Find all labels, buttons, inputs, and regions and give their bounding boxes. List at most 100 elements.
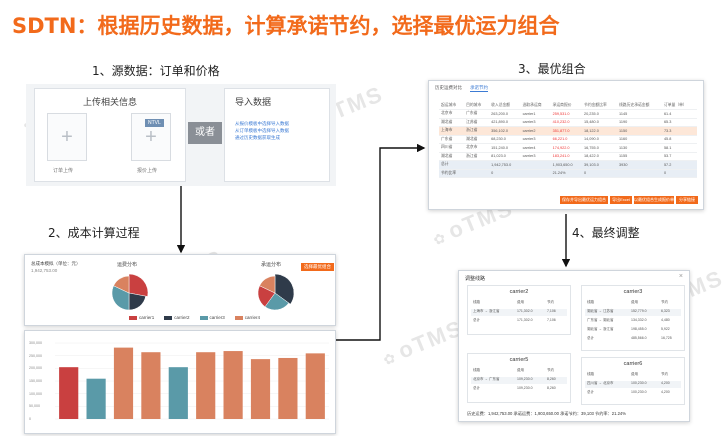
card-cell: 线路 <box>587 300 594 304</box>
card-cell: 171,302.0 <box>517 318 533 322</box>
card-row[interactable]: 北京市 → 广东省 109,230.0 8,260 <box>471 377 567 384</box>
pie-slice[interactable] <box>113 275 130 294</box>
table-cell: 1,942,753.0 <box>489 160 521 170</box>
bar[interactable] <box>59 367 79 419</box>
cost-summary-panel: 总成本模拟（单位：元） 1,942,753.00 运费分布 承运分布 选择最优组… <box>24 254 336 326</box>
plus-icon: + <box>61 126 73 148</box>
table-cell: 151,240.0 <box>489 143 521 153</box>
bar[interactable] <box>196 352 216 419</box>
card-cell: 109,230.0 <box>517 377 533 381</box>
table-cell: 1,903,650.0 <box>550 160 583 170</box>
share-link-button[interactable]: 分享链接 <box>676 196 698 204</box>
card-cell: 北京市 → 广东省 <box>473 377 500 381</box>
legend: carrier1 carrier2 carrier3 carrier4 <box>129 315 260 320</box>
bar[interactable] <box>113 347 134 419</box>
plus-icon: + <box>145 126 157 148</box>
bar[interactable] <box>141 352 161 419</box>
table-cell: 65.3 <box>661 118 697 127</box>
optimal-combo-button[interactable]: 选择最优组合 <box>301 263 334 271</box>
pie2-title: 承运分布 <box>261 262 282 268</box>
table-cell: 45.8 <box>661 135 697 144</box>
card-cell: 8,260 <box>547 377 556 381</box>
card-cell: 总计 <box>473 386 480 390</box>
table-cell: 节约比率 <box>439 169 465 178</box>
table-cell: 1150 <box>617 126 662 136</box>
export-excel-button[interactable]: 导出Excel <box>610 196 632 204</box>
table-cell: carrier3 <box>520 135 551 144</box>
card-cell: 4,200 <box>661 381 670 385</box>
page-title: SDTN：根据历史数据，计算承诺节约，选择最优运力组合 <box>12 14 560 38</box>
y-tick-label: 0 <box>29 417 31 421</box>
y-tick-label: 250,000 <box>29 353 42 358</box>
source-data-panel: 上传相关信息 + + NTVL 订单上传 报价上传 或者 导入数据 从报价模板中… <box>26 84 336 186</box>
bar[interactable] <box>278 357 298 419</box>
table-cell: 73.3 <box>661 126 697 136</box>
bar[interactable] <box>168 367 188 419</box>
table-cell: 湖北省 <box>439 152 465 161</box>
order-upload-box[interactable]: + <box>47 113 87 161</box>
legend-item: carrier4 <box>234 315 260 320</box>
table-cell: 14,090.0 <box>582 135 618 144</box>
card-cell: 485,566.0 <box>631 336 647 340</box>
close-icon[interactable]: × <box>678 273 683 280</box>
carrier-name: carrier3 <box>623 289 643 295</box>
card-cell: 总计 <box>473 318 480 322</box>
table-cell: 66,221.0 <box>550 135 583 144</box>
pie-charts <box>111 273 295 311</box>
card-cell: 100,230.0 <box>631 390 647 394</box>
table-cell: 北京市 <box>439 109 465 119</box>
pie-slice[interactable] <box>111 285 130 311</box>
carrier-name: carrier2 <box>509 289 529 295</box>
carrier-name: carrier5 <box>509 357 529 363</box>
column-header: 承运商报价 <box>550 101 583 110</box>
table-cell: 174,922.0 <box>550 143 583 153</box>
table-cell: 18,422.0 <box>582 152 618 161</box>
bar[interactable] <box>250 359 271 419</box>
bar[interactable] <box>305 353 325 419</box>
pie-slice[interactable] <box>274 273 295 305</box>
save-export-button[interactable]: 保存并导出最优运力组合 <box>560 196 608 204</box>
pie-slice[interactable] <box>259 275 276 294</box>
table-cell: 81,023.0 <box>489 152 521 161</box>
bar[interactable] <box>86 378 106 419</box>
import-link[interactable]: 通过历史数据获取生成 <box>235 135 280 140</box>
table-cell: carrier3 <box>520 152 551 161</box>
table-cell: 0 <box>661 169 697 178</box>
tab-history[interactable]: 历史运费对比 <box>435 85 462 90</box>
generate-quote-button[interactable]: 以最优组合生成报价单 <box>634 196 674 204</box>
card-row: 线路费用节约 <box>471 300 567 307</box>
pie-slice[interactable] <box>128 273 149 297</box>
table-cell: 21.24% <box>550 169 583 178</box>
card-cell: 线路 <box>587 372 594 376</box>
table-cell: 68,230.0 <box>489 135 521 144</box>
step-2-label: 2、成本计算过程 <box>48 226 140 240</box>
bar[interactable] <box>223 351 243 419</box>
tab-savings[interactable]: 承诺节约 <box>470 85 488 92</box>
card-cell: 109,230.0 <box>517 386 533 390</box>
import-link[interactable]: 从报价模板中选择导入数据 <box>235 121 289 126</box>
import-link[interactable]: 从订单模板中选择导入数据 <box>235 128 289 133</box>
y-tick-label: 150,000 <box>29 379 42 383</box>
column-header: 订单量（单） <box>661 101 697 110</box>
card-cell: 费用 <box>631 300 638 304</box>
